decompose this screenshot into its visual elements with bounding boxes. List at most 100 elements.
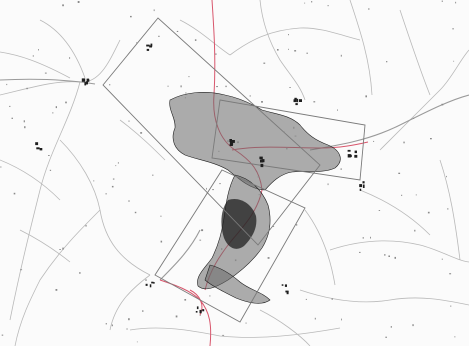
map-speck [160,240,163,243]
map-speck [180,85,182,88]
map-speck [234,259,237,262]
map-speck [44,72,47,74]
map-speck [288,34,289,36]
map-speck [52,112,54,114]
map-speck [305,298,307,300]
map-speck [258,194,260,196]
map-speck [221,248,223,250]
road [0,159,61,201]
map-speck [446,175,447,178]
settlement-dot [202,309,205,312]
road [309,94,469,151]
map-speck [370,236,371,239]
map-speck [145,279,147,281]
map-speck [373,140,375,142]
map-speck [368,8,370,10]
map-speck [23,120,25,123]
map-speck [277,49,279,51]
settlement-dot [296,98,299,103]
map-speck [261,101,263,103]
settlement-dot [347,154,351,158]
map-speck [306,52,308,54]
map-speck [311,1,313,3]
road [179,19,231,56]
settlement-dot [354,150,357,154]
map-speck [450,305,452,307]
map-speck [267,257,270,259]
map-speck [142,310,144,312]
map-speck [327,183,329,186]
map-speck [13,192,16,195]
map-speck [453,60,455,62]
map-speck [283,131,285,133]
map-speck [327,5,329,7]
road [299,289,469,306]
map-speck [62,4,64,7]
settlement-dot [146,44,150,47]
settlement-dot [284,284,287,287]
settlement-dot [36,147,40,150]
map-speck [365,95,367,98]
map-speck [384,254,386,256]
settlement-dot [195,311,198,313]
map-speck [441,258,443,260]
map-speck [359,251,361,253]
settlement-dot [259,156,263,160]
urban-area-dense [221,198,257,249]
map-speck [9,105,11,107]
road [159,229,201,281]
map-speck [111,185,114,188]
map-speck [398,172,401,174]
road [379,49,469,151]
map-speck [314,317,316,320]
settlement-dot [294,97,297,100]
map-speck [215,53,217,55]
map-speck [199,314,201,316]
settlement-dot [86,79,90,82]
map-speck [134,211,137,214]
map-speck [188,76,190,78]
settlement-dot [281,284,284,286]
map-speck [401,194,403,196]
map-speck [388,255,390,257]
map-speck [412,324,414,327]
map-speck [293,126,295,129]
map-speck [128,120,130,122]
settlement-dot [362,184,365,188]
map-speck [263,62,266,64]
map-speck [455,1,457,4]
settlement-dot [260,163,264,168]
map-speck [199,239,202,241]
road [439,159,461,261]
map-speck [158,35,160,37]
road [304,209,336,286]
settlement-dot [196,306,199,310]
map-speck [304,2,306,4]
settlement-dot [231,140,235,143]
map-speck [390,326,392,328]
map-speck [20,269,23,271]
map-speck [167,85,169,87]
map-speck [403,141,405,144]
map-speck [32,55,34,57]
map-speck [386,61,388,63]
map-speck [296,224,298,226]
settlement-dot [260,159,264,163]
map-speck [153,9,155,12]
settlement-dot [359,188,362,191]
map-speck [185,92,187,94]
map-speck [109,84,111,86]
road [39,19,86,79]
road [329,240,469,263]
survey-box-east [211,99,366,181]
road [259,0,306,101]
map-speck [184,299,187,301]
map-speck [201,229,204,232]
road [229,27,361,56]
map-speck [212,189,214,191]
road [259,309,311,346]
settlement-dot [39,148,43,151]
settlement-dot [85,81,88,85]
road [0,51,71,79]
map-speck [257,176,260,178]
